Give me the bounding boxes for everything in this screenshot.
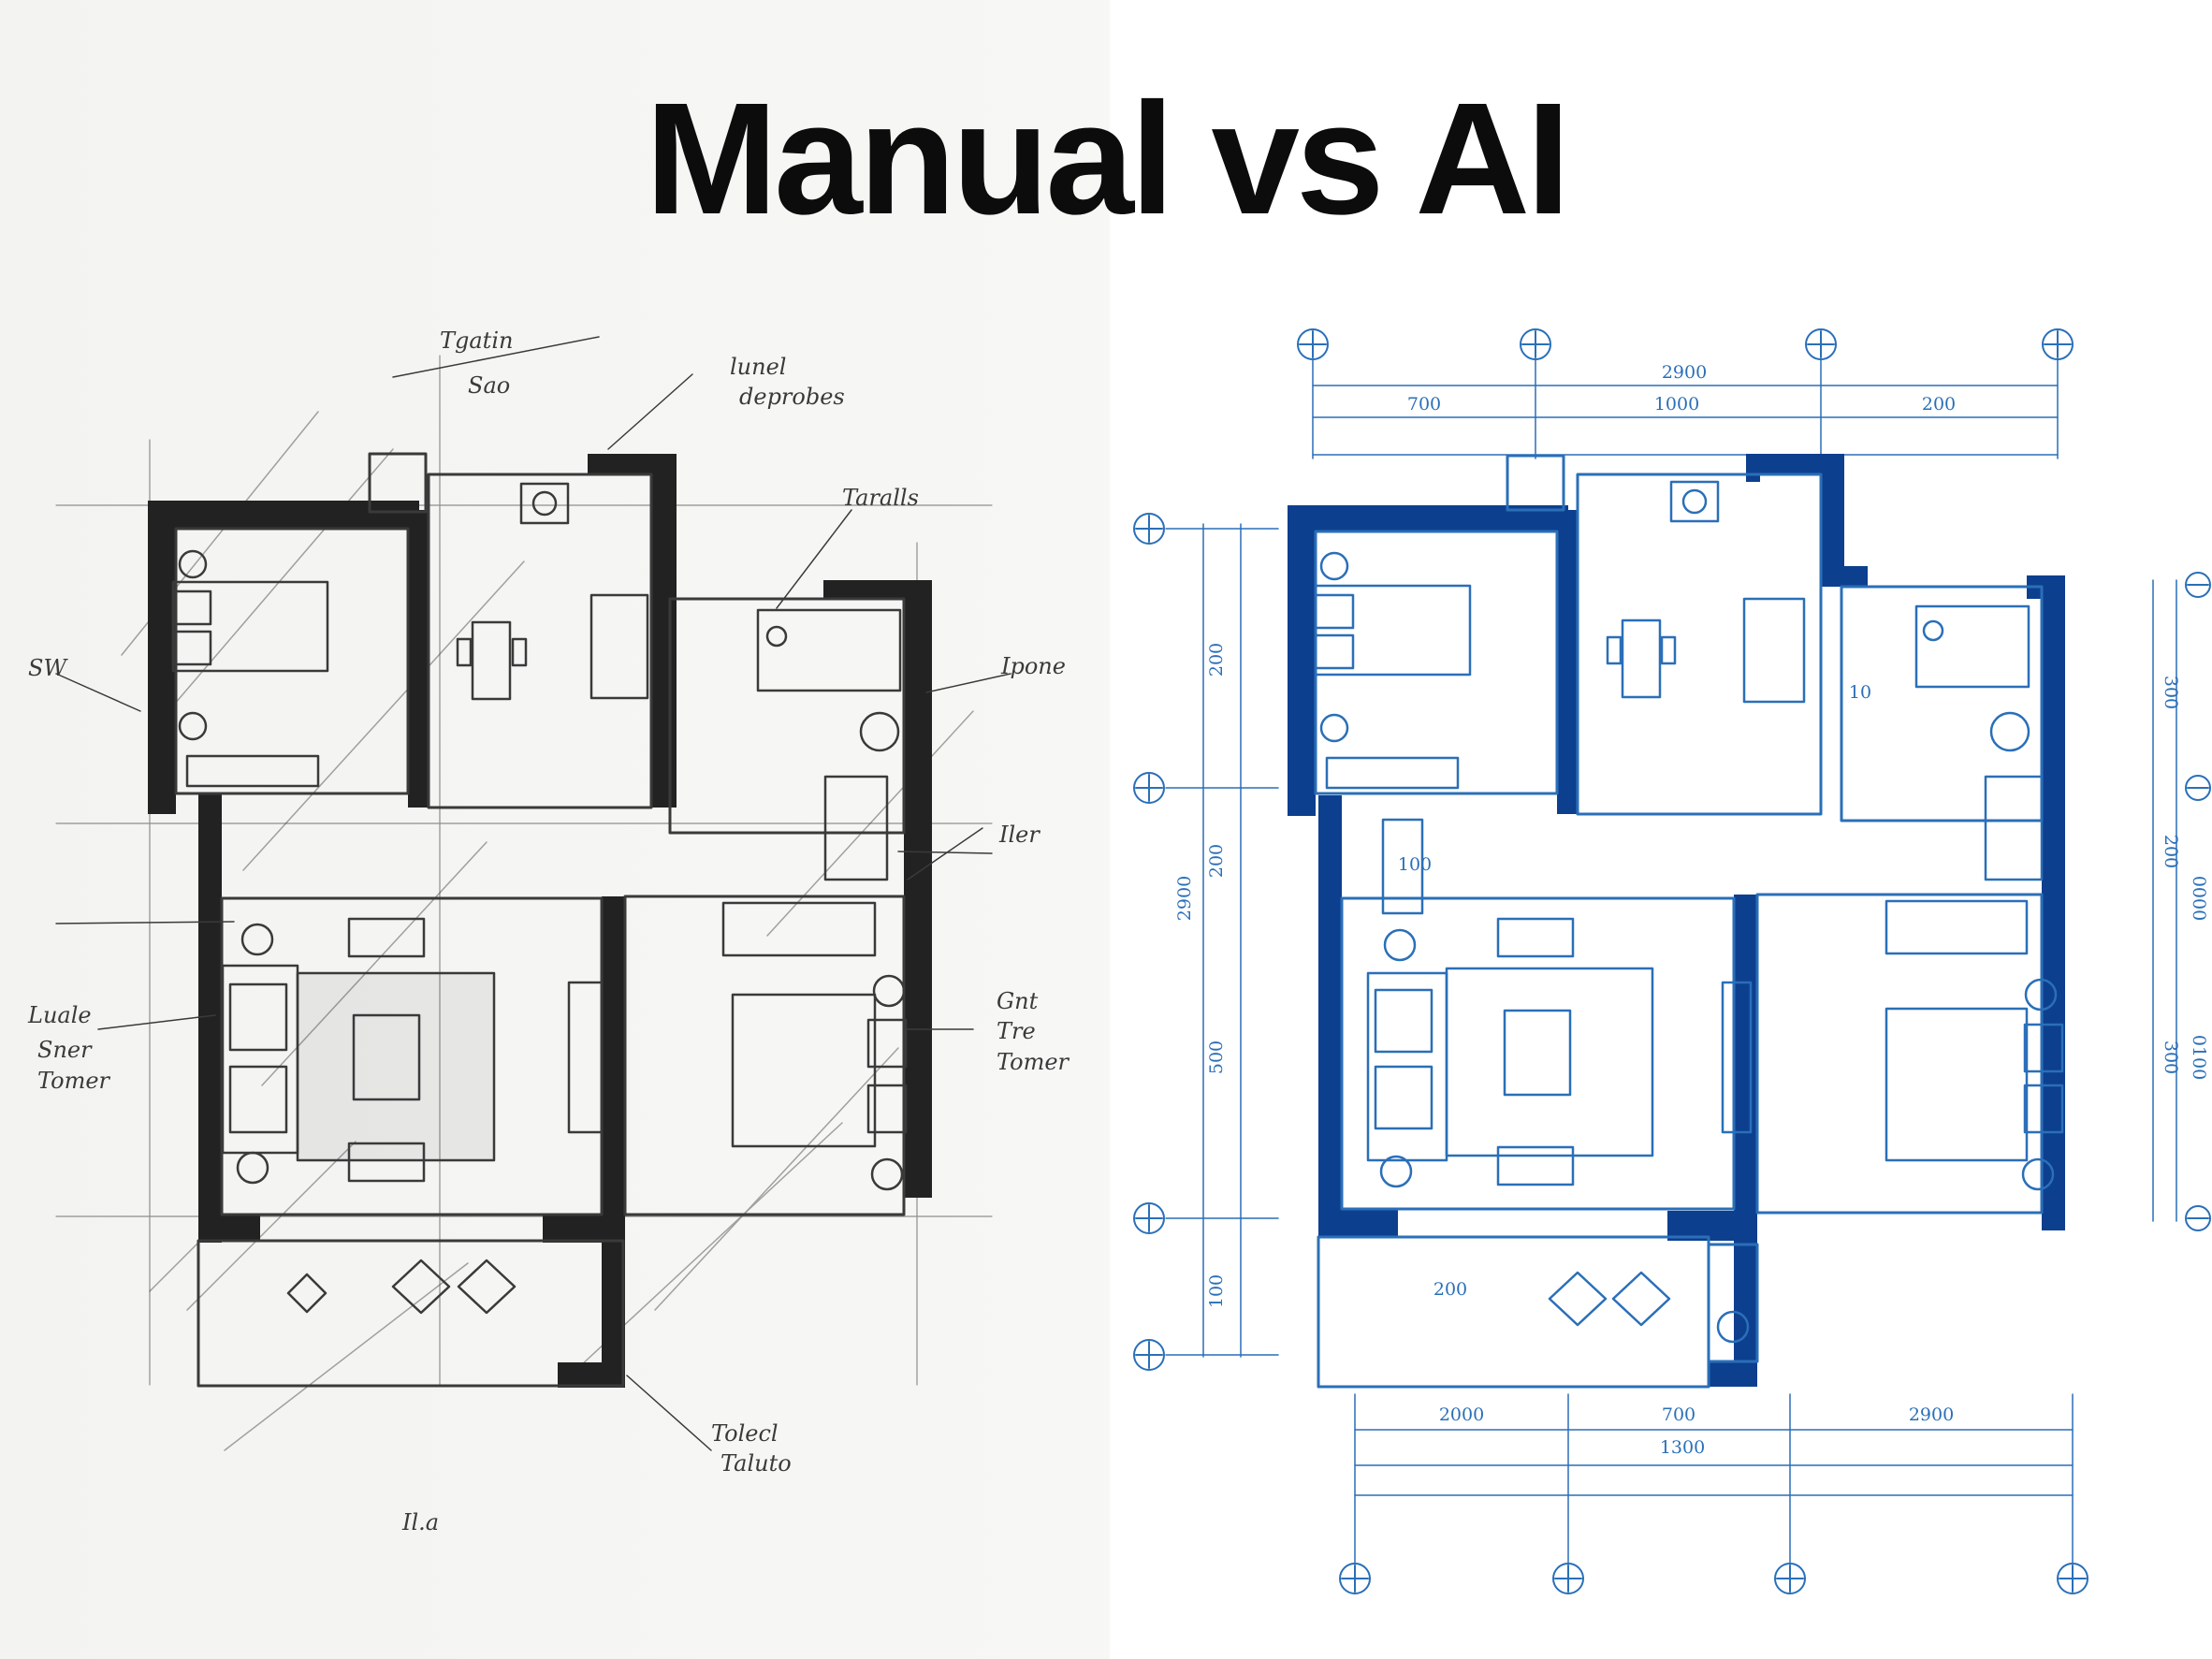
grid-marker-icon	[1339, 1563, 1371, 1594]
grid-marker-icon	[2057, 1563, 2088, 1594]
blueprint-floor-plan: 2900 700 1000 200 2000 700 2900 1300 200…	[1133, 328, 2211, 1594]
note: Sao	[468, 372, 510, 399]
grid-marker-icon	[2185, 775, 2211, 801]
inner-label: 200	[1433, 1279, 1467, 1300]
grid-marker-icon	[1774, 1563, 1806, 1594]
pencil-hatching	[121, 411, 974, 1451]
note: Sner	[37, 1037, 93, 1063]
note: Taluto	[720, 1450, 792, 1477]
grid-marker-icon	[1805, 328, 1837, 360]
dimension-label: 700	[1407, 394, 1441, 415]
note: Tomer	[997, 1049, 1070, 1075]
note: Luale	[27, 1002, 92, 1028]
dimension-label: 200	[2161, 835, 2181, 868]
dimension-label: 0000	[2189, 876, 2209, 921]
dimension-label: 100	[1206, 1274, 1227, 1308]
grid-marker-icon	[2185, 572, 2211, 598]
manual-sketch-panel: Tgatin Sao lunel deprobes Taralls SW Ipo…	[0, 0, 1110, 1659]
note: Tgatin	[440, 327, 513, 354]
note: lunel	[730, 354, 786, 380]
note: Gnt	[997, 988, 1039, 1014]
grid-marker-icon	[1133, 772, 1165, 804]
note: Iler	[998, 822, 1041, 848]
grid-marker-icon	[1133, 1202, 1165, 1234]
note: deprobes	[739, 384, 845, 410]
dimension-label: 2900	[1909, 1404, 1954, 1425]
note: Tolecl	[711, 1420, 779, 1447]
dimension-label: 2900	[1174, 876, 1195, 921]
note: SW	[28, 655, 68, 681]
note: Tomer	[37, 1068, 111, 1094]
page-title: Manual vs AI	[645, 70, 1571, 248]
grid-markers	[1133, 328, 2211, 1594]
note: Taralls	[842, 485, 919, 511]
note: Ipone	[1000, 653, 1066, 679]
dimension-labels: 2900 700 1000 200 2000 700 2900 1300 200…	[1174, 362, 2209, 1458]
note: Il.a	[401, 1509, 439, 1535]
grid-marker-icon	[1297, 328, 1329, 360]
dimension-label: 1000	[1654, 394, 1699, 415]
dimension-label: 2000	[1439, 1404, 1484, 1425]
inner-label: 100	[1398, 854, 1432, 875]
pencil-notes: Tgatin Sao lunel deprobes Taralls SW Ipo…	[27, 327, 1070, 1535]
dimension-lines	[1165, 359, 2177, 1564]
pencil-floor-plan: Tgatin Sao lunel deprobes Taralls SW Ipo…	[27, 327, 1070, 1535]
dimension-label: 200	[1922, 394, 1956, 415]
dimension-label: 500	[1206, 1041, 1227, 1074]
pencil-walls	[148, 454, 932, 1388]
dimension-label: 300	[2161, 1041, 2181, 1074]
pencil-leaders	[55, 336, 1011, 1451]
note: Tre	[997, 1018, 1036, 1044]
dimension-label: 0100	[2189, 1035, 2209, 1080]
grid-marker-icon	[1520, 328, 1551, 360]
dimension-label: 200	[1206, 844, 1227, 878]
blueprint-furniture	[1314, 480, 2064, 1344]
grid-marker-icon	[2042, 328, 2074, 360]
inner-label: 10	[1849, 682, 1871, 703]
grid-marker-icon	[2185, 1205, 2211, 1231]
dimension-label: 2900	[1662, 362, 1707, 383]
dimension-label: 200	[1206, 643, 1227, 677]
pencil-furniture	[171, 482, 908, 1315]
ai-blueprint-panel: 2900 700 1000 200 2000 700 2900 1300 200…	[1110, 0, 2212, 1659]
blueprint-rooms	[1314, 454, 2044, 1389]
blueprint-walls	[1288, 454, 2065, 1387]
grid-marker-icon	[1133, 513, 1165, 545]
dimension-label: 700	[1662, 1404, 1695, 1425]
grid-marker-icon	[1133, 1339, 1165, 1371]
pencil-rooms	[174, 452, 906, 1388]
grid-marker-icon	[1552, 1563, 1584, 1594]
dimension-label: 300	[2161, 676, 2181, 709]
dimension-label: 1300	[1660, 1437, 1705, 1458]
